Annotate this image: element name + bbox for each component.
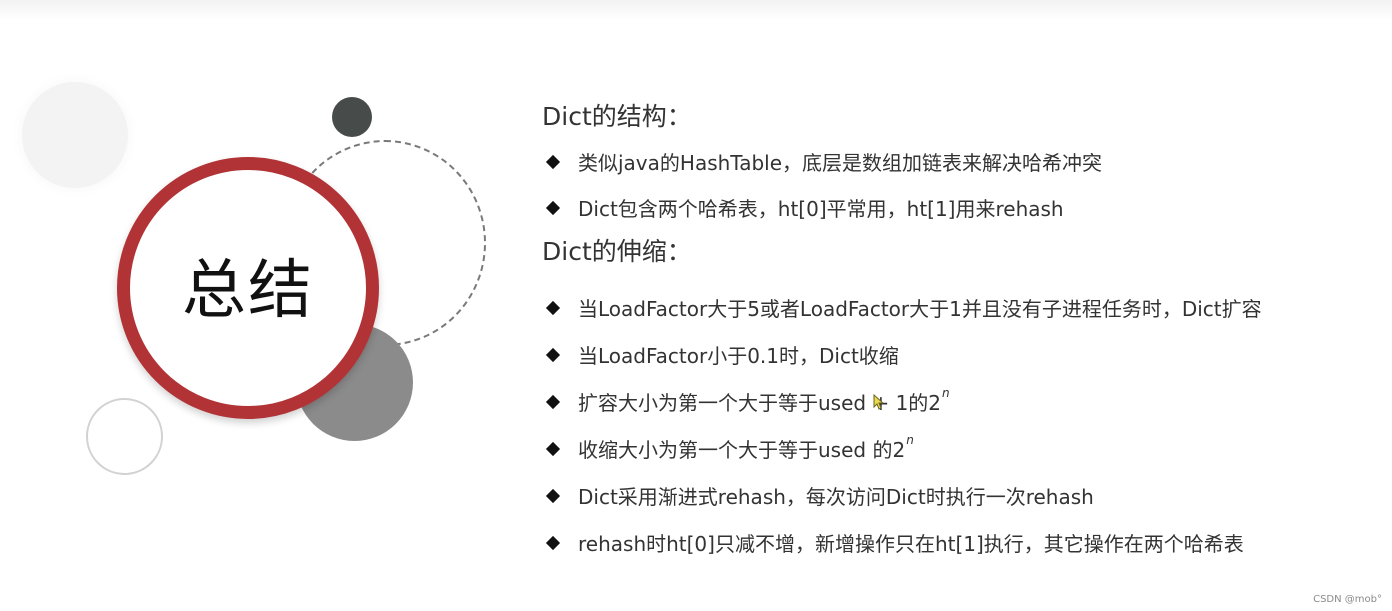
- list-item: 当LoadFactor小于0.1时，Dict收缩: [542, 341, 1372, 368]
- list-item-text: rehash时ht[0]只减不增，新增操作只在ht[1]执行，其它操作在两个哈希…: [578, 532, 1244, 556]
- list-item-text: 类似java的HashTable，底层是数组加链表来解决哈希冲突: [578, 151, 1103, 175]
- diamond-bullet-icon: [546, 348, 560, 362]
- decor-circle-light: [22, 82, 128, 188]
- list-item-text: 扩容大小为第一个大于等于used + 1的2: [578, 391, 942, 415]
- decor-circle-outline: [86, 398, 163, 475]
- top-shadow-bar: [0, 0, 1392, 20]
- exponent-superscript: n: [942, 385, 950, 400]
- diamond-bullet-icon: [546, 201, 560, 215]
- list-item-text: 当LoadFactor小于0.1时，Dict收缩: [578, 344, 899, 368]
- summary-badge-label: 总结: [182, 254, 314, 328]
- list-item: 类似java的HashTable，底层是数组加链表来解决哈希冲突: [542, 148, 1372, 175]
- structure-list: 类似java的HashTable，底层是数组加链表来解决哈希冲突 Dict包含两…: [542, 148, 1372, 221]
- section-title-resize: Dict的伸缩：: [542, 237, 692, 266]
- list-item: Dict包含两个哈希表，ht[0]平常用，ht[1]用来rehash: [542, 194, 1372, 221]
- decor-circle-dark: [332, 97, 372, 137]
- exponent-superscript: n: [906, 432, 914, 447]
- diamond-bullet-icon: [546, 442, 560, 456]
- diamond-bullet-icon: [546, 301, 560, 315]
- list-item: Dict采用渐进式rehash，每次访问Dict时执行一次rehash: [542, 482, 1372, 509]
- list-item: 当LoadFactor大于5或者LoadFactor大于1并且没有子进程任务时，…: [542, 294, 1372, 321]
- slide-content: Dict的结构： 类似java的HashTable，底层是数组加链表来解决哈希冲…: [542, 97, 1372, 556]
- diamond-bullet-icon: [546, 489, 560, 503]
- list-item-text: Dict采用渐进式rehash，每次访问Dict时执行一次rehash: [578, 485, 1094, 509]
- list-item-text: 当LoadFactor大于5或者LoadFactor大于1并且没有子进程任务时，…: [578, 297, 1262, 321]
- diamond-bullet-icon: [546, 395, 560, 409]
- section-title-structure: Dict的结构：: [542, 102, 692, 131]
- list-item-text: Dict包含两个哈希表，ht[0]平常用，ht[1]用来rehash: [578, 197, 1064, 221]
- resize-list: 当LoadFactor大于5或者LoadFactor大于1并且没有子进程任务时，…: [542, 294, 1372, 556]
- diamond-bullet-icon: [546, 536, 560, 550]
- mouse-pointer-icon: [873, 394, 883, 410]
- diamond-bullet-icon: [546, 155, 560, 169]
- list-item: rehash时ht[0]只减不增，新增操作只在ht[1]执行，其它操作在两个哈希…: [542, 529, 1372, 556]
- summary-badge: 总结: [117, 157, 379, 419]
- watermark: CSDN @mob°: [1313, 594, 1382, 605]
- list-item-text: 收缩大小为第一个大于等于used 的2: [578, 438, 906, 462]
